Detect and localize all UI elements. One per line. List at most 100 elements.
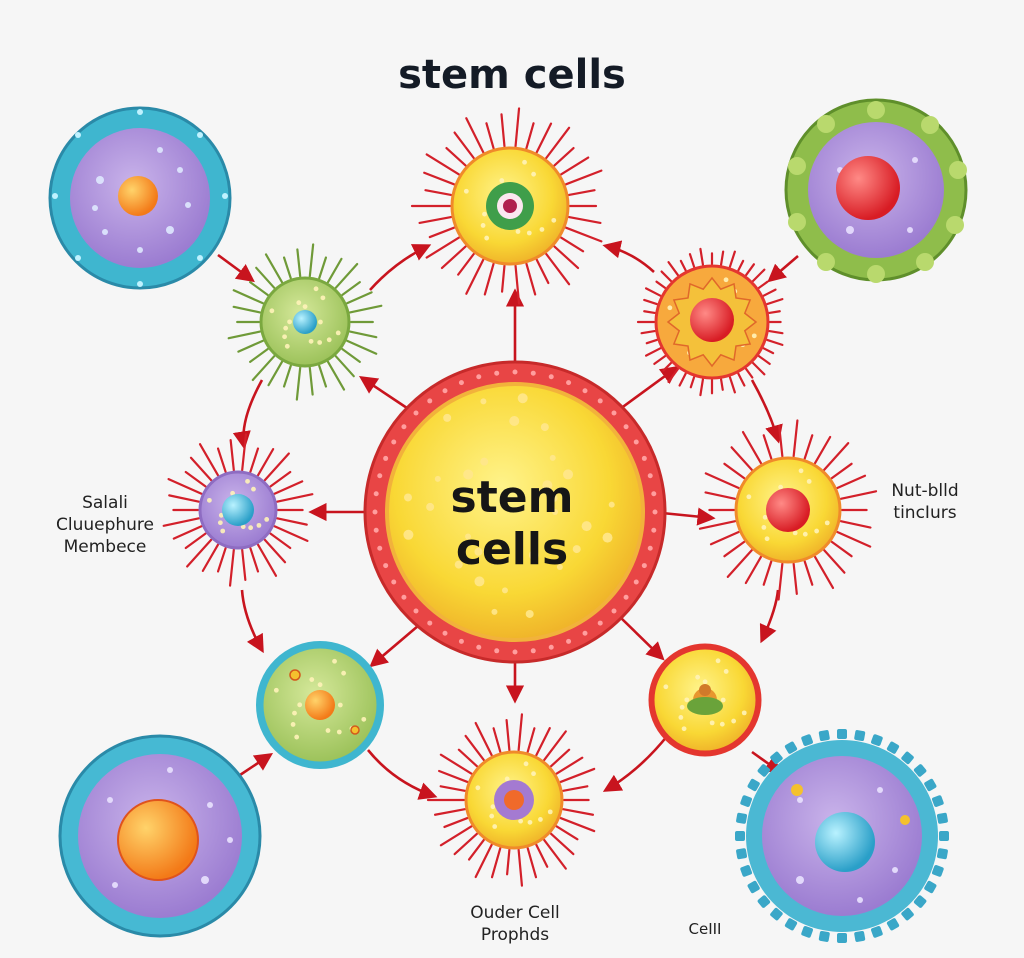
ray	[474, 721, 493, 757]
rim-dot	[548, 644, 554, 650]
ray	[453, 832, 479, 856]
ray	[341, 347, 361, 363]
rim-dot	[458, 638, 464, 644]
label-left-line-2: Cluuephure	[55, 515, 154, 535]
membrane-tooth	[747, 778, 760, 792]
ray	[418, 215, 453, 225]
ray	[425, 153, 461, 176]
vesicle	[552, 509, 558, 515]
ray	[232, 305, 262, 314]
ray	[643, 298, 658, 306]
ray	[699, 247, 705, 266]
ray	[465, 258, 485, 295]
ray	[535, 727, 551, 757]
vesicle	[556, 564, 563, 571]
ray	[535, 122, 553, 154]
membrane-tooth	[886, 918, 900, 931]
vesicle	[517, 393, 528, 404]
membrane-tooth	[784, 741, 798, 754]
rim-dot	[647, 545, 653, 551]
center-label-line-2: cells	[455, 524, 569, 575]
ray	[803, 434, 814, 460]
label-left-line-3: Membece	[63, 537, 147, 557]
ray	[559, 816, 596, 833]
ray	[269, 470, 292, 488]
ray	[267, 360, 284, 387]
ray	[514, 264, 521, 305]
membrane-tooth	[939, 831, 949, 841]
ray	[836, 474, 867, 490]
ray	[525, 262, 537, 296]
ray	[428, 226, 456, 239]
ray	[186, 538, 213, 568]
ray	[792, 562, 798, 595]
nucleus	[836, 156, 900, 220]
label-right-line-1: Nut-blld	[891, 481, 959, 501]
ray	[744, 555, 763, 585]
ray	[201, 543, 220, 572]
rim-dot	[611, 410, 617, 416]
ray	[189, 456, 213, 482]
ray	[276, 517, 308, 526]
rim-dot	[651, 527, 657, 533]
vesicle	[525, 609, 534, 618]
ray	[184, 470, 207, 488]
vesicle	[549, 494, 558, 503]
arrow-2	[358, 375, 411, 412]
ray	[474, 843, 493, 879]
ray	[348, 304, 383, 314]
rim-dot	[548, 374, 554, 380]
rim-dot	[512, 649, 518, 655]
ray	[263, 538, 287, 564]
ray	[730, 446, 753, 471]
ray	[813, 435, 832, 465]
membrane-tooth	[901, 907, 914, 921]
ray	[744, 263, 756, 277]
ray	[308, 366, 314, 396]
vesicle	[608, 501, 615, 508]
nucleus	[766, 488, 810, 532]
membrane-tooth	[770, 751, 783, 765]
ray	[559, 156, 590, 176]
ray	[655, 280, 667, 290]
ray	[445, 146, 467, 167]
ray	[341, 281, 361, 297]
membrane-tooth	[924, 880, 937, 894]
ray	[688, 253, 696, 268]
rim-dot	[476, 374, 482, 380]
ray	[216, 546, 227, 573]
ray	[726, 549, 753, 578]
arrow-9	[217, 253, 255, 283]
ray	[643, 310, 656, 315]
vesicle	[545, 543, 552, 550]
vesicle	[463, 469, 474, 480]
ray	[757, 354, 771, 366]
ray	[172, 525, 203, 540]
vesicle	[403, 529, 414, 540]
ray	[439, 785, 466, 792]
membrane-tooth	[837, 729, 847, 739]
ray	[768, 329, 784, 335]
label-bottom-right: CeIII	[688, 920, 722, 938]
cell-right	[698, 419, 878, 601]
ray	[334, 355, 355, 378]
rim-dot	[566, 638, 572, 644]
ray	[728, 250, 736, 268]
ray	[741, 430, 763, 465]
ray	[723, 462, 746, 480]
ray	[719, 250, 725, 266]
vesicle	[474, 547, 483, 556]
vesicle	[480, 457, 489, 466]
membrane-tooth	[757, 764, 771, 777]
ray	[564, 169, 603, 186]
ray	[545, 252, 571, 286]
nucleus	[118, 176, 158, 216]
rim-dot	[427, 398, 433, 404]
membrane-tooth	[924, 778, 937, 792]
label-right-line-2: tincIurs	[893, 503, 957, 523]
ray	[766, 298, 784, 306]
arrow-4	[369, 619, 426, 668]
ray	[439, 753, 473, 775]
rim-dot	[372, 509, 378, 515]
ray	[543, 838, 567, 870]
